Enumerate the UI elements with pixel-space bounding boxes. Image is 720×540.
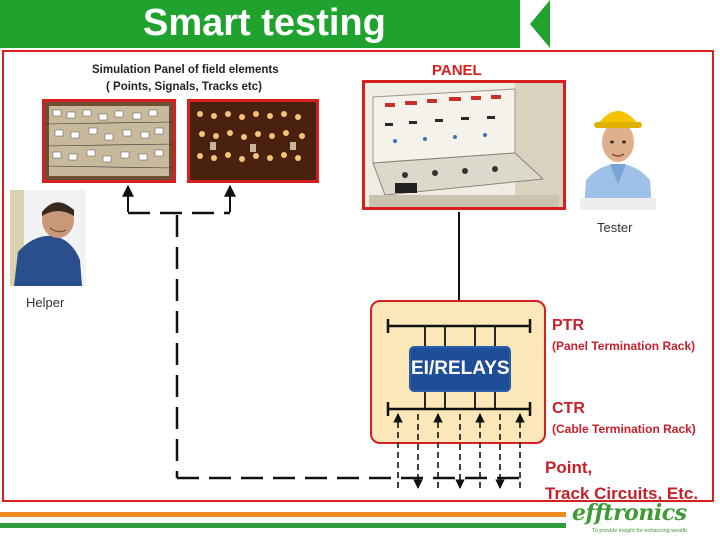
field-track-label: Track Circuits, Etc. bbox=[545, 484, 699, 503]
field-point-label: Point, bbox=[545, 458, 593, 477]
page-title: Smart testing bbox=[143, 2, 386, 44]
simulation-panel-photo-1 bbox=[42, 99, 176, 183]
ctr-subtitle: (Cable Termination Rack) bbox=[552, 422, 696, 436]
ei-relays-box: EI/RELAYS bbox=[409, 346, 511, 392]
helper-photo bbox=[10, 190, 86, 286]
panel-label: PANEL bbox=[432, 62, 482, 79]
simulation-panel-sublabel: ( Points, Signals, Tracks etc) bbox=[106, 81, 262, 93]
control-panel-photo bbox=[362, 80, 566, 210]
helper-label: Helper bbox=[26, 295, 65, 310]
dashed-bus bbox=[128, 211, 520, 480]
field-arrows bbox=[393, 413, 525, 489]
ei-relays-label: EI/RELAYS bbox=[411, 358, 510, 379]
footer-stripes bbox=[0, 512, 566, 528]
ctr-title: CTR bbox=[552, 400, 585, 417]
tester-label: Tester bbox=[597, 220, 633, 235]
simulation-panel-photo-2 bbox=[187, 99, 319, 183]
title-bar bbox=[0, 0, 720, 48]
sim-panel-arrows bbox=[122, 184, 236, 212]
simulation-panel-label: Simulation Panel of field elements bbox=[92, 64, 279, 76]
ptr-title: PTR bbox=[552, 317, 584, 334]
ptr-subtitle: (Panel Termination Rack) bbox=[552, 339, 696, 353]
diagram-frame bbox=[2, 50, 714, 502]
efftronics-logo: efftronics bbox=[572, 500, 687, 526]
logo-tagline: To provide insight for enhancing wealth bbox=[592, 528, 688, 534]
tester-photo bbox=[580, 98, 656, 210]
